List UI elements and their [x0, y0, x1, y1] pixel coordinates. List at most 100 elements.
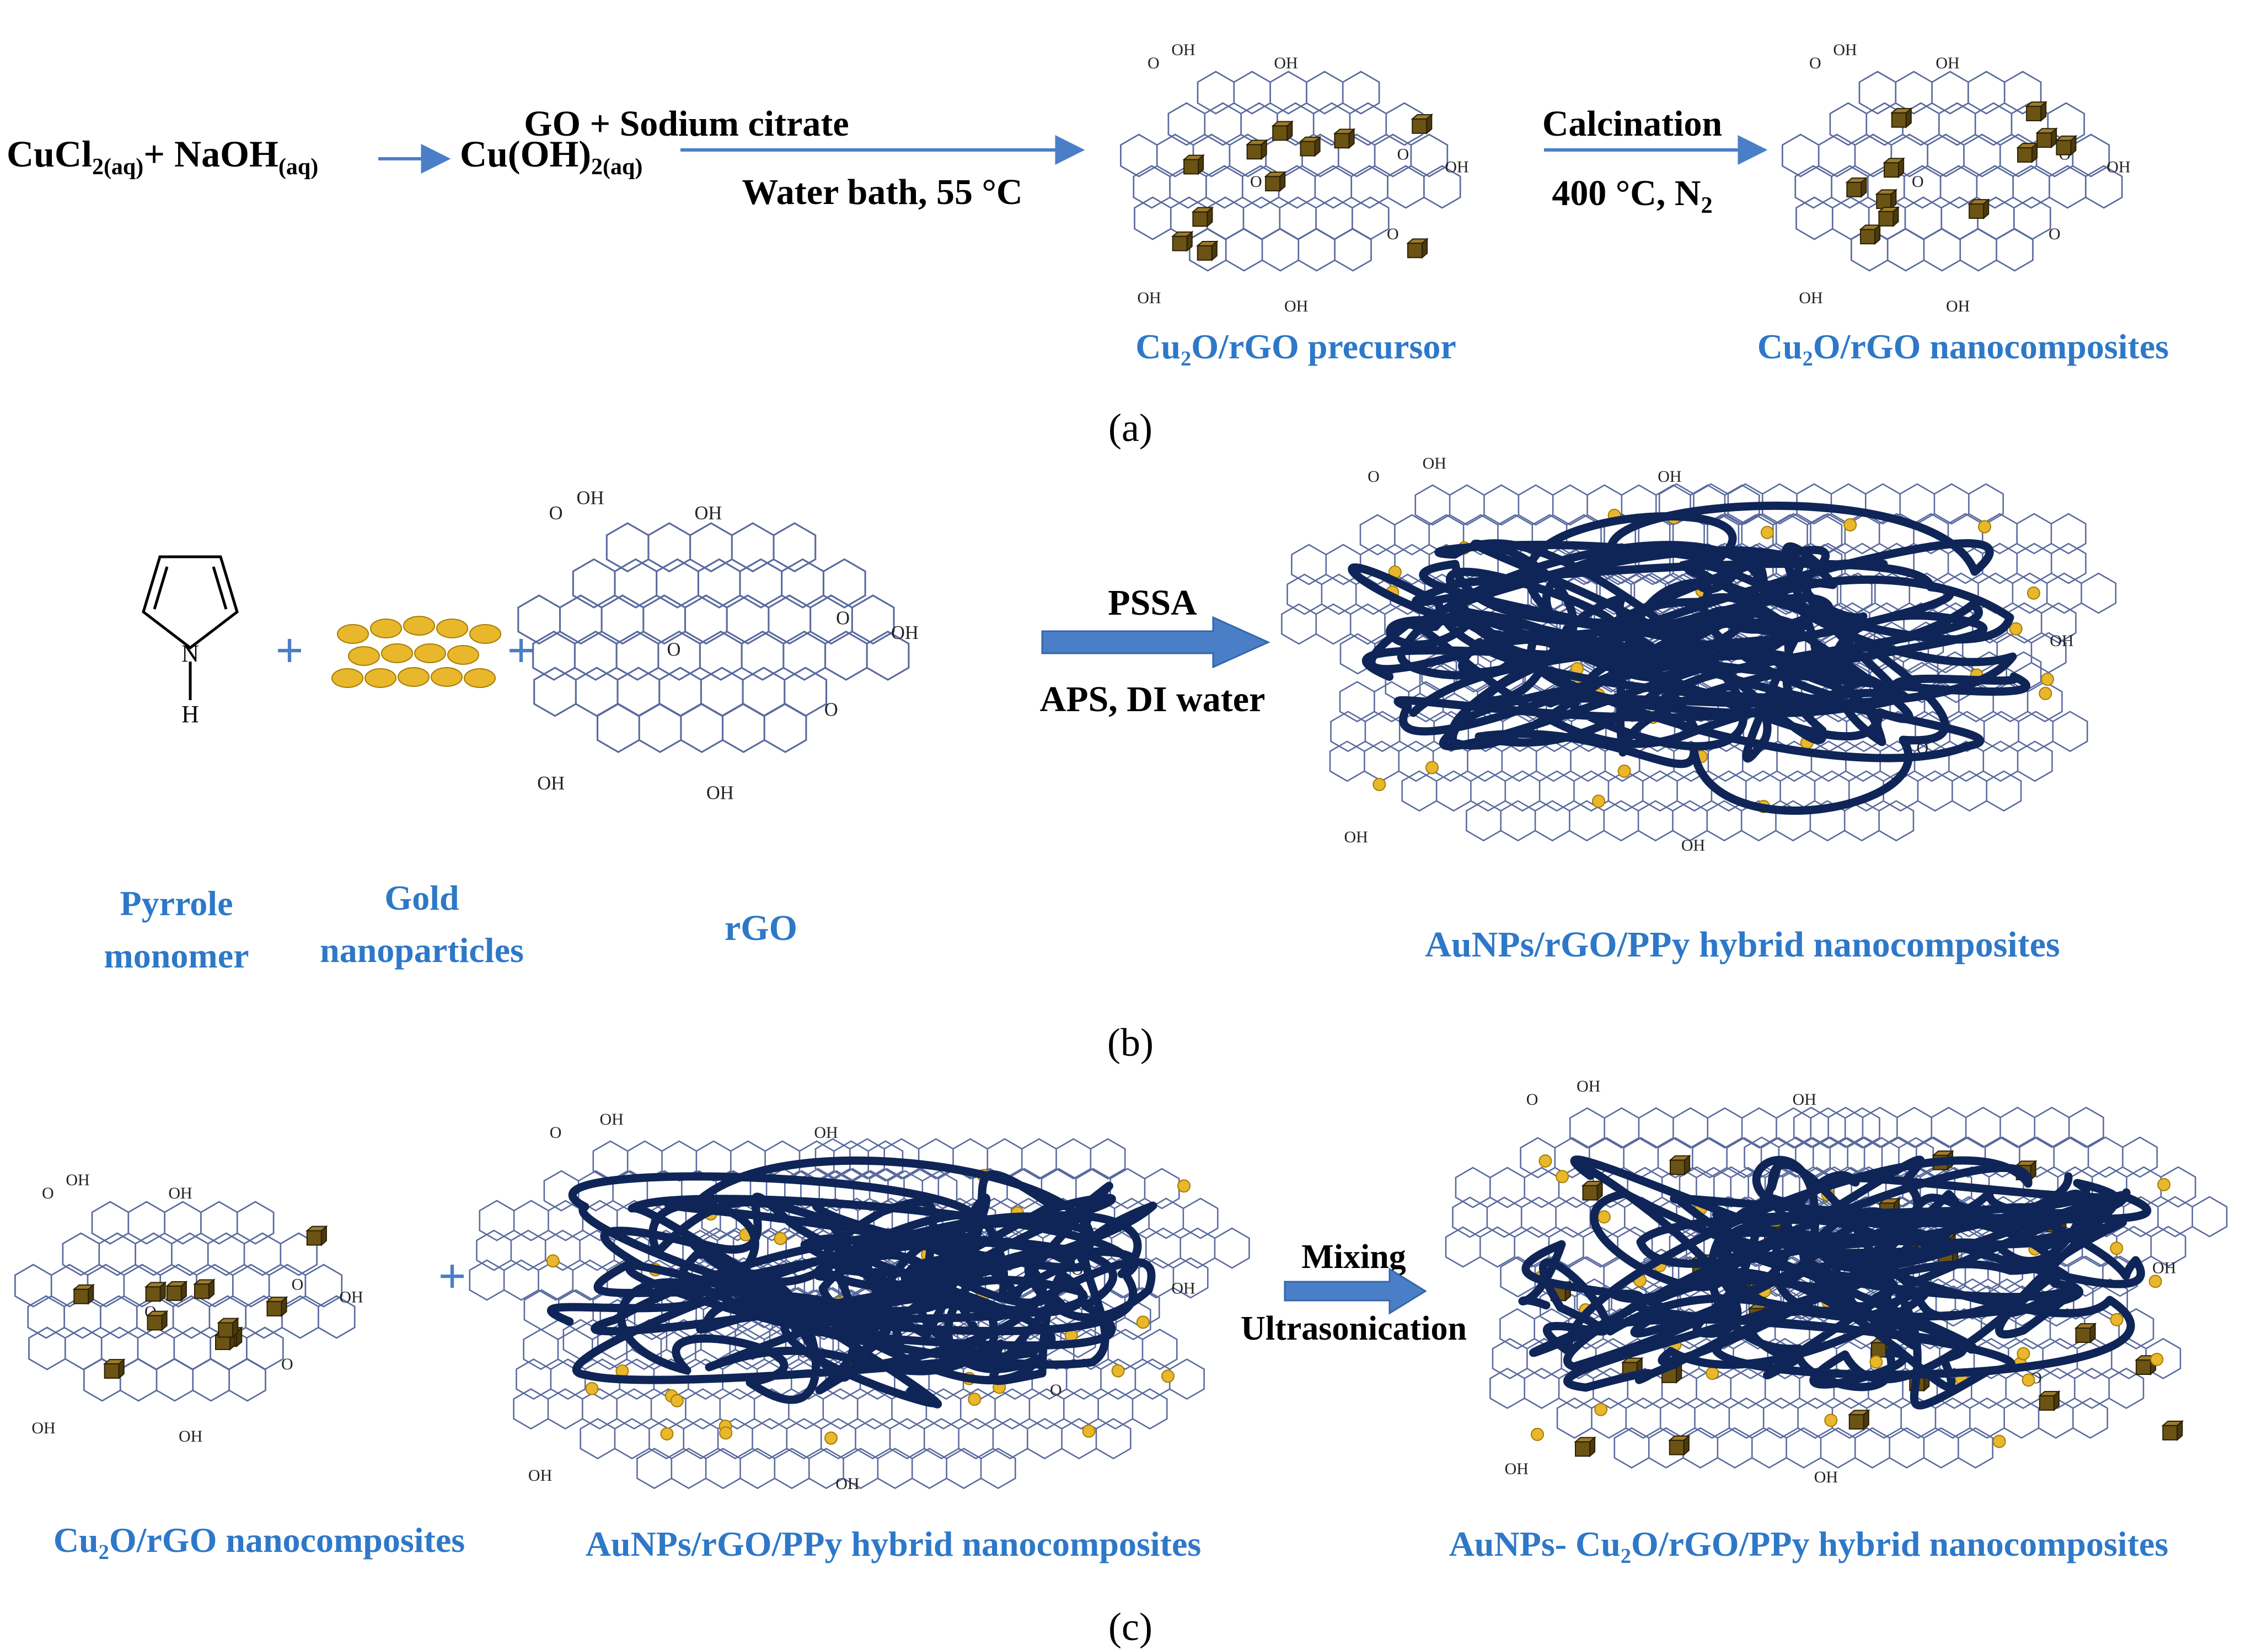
pyrrole-label-line2: monomer [104, 936, 249, 975]
gold-nanoparticle [1136, 1315, 1150, 1329]
eq-cucl: CuCl [7, 133, 92, 175]
gold-nanoparticle [1111, 1364, 1125, 1378]
cu2o-cube [265, 1296, 288, 1318]
pyrrole-structure [142, 555, 239, 700]
functional-group-label: OH [891, 622, 919, 643]
gold-nanoparticle [2148, 1275, 2162, 1288]
functional-group-label: O [1526, 1090, 1538, 1109]
panel-a: CuCl2(aq)+ NaOH(aq) Cu(OH)2(aq) GO + Sod… [7, 41, 2169, 450]
reaction-equation: CuCl2(aq)+ NaOH(aq) [7, 133, 318, 180]
gold-nanoparticle [331, 668, 363, 688]
step2-temp: 400 °C, N [1552, 173, 1701, 213]
cu2o-cube [305, 1225, 328, 1246]
aunps-rgo-ppy-label-c: AuNPs/rGO/PPy hybrid nanocomposites [586, 1524, 1202, 1563]
cu2o-cube [2025, 100, 2047, 122]
ultrasonication-label: Ultrasonication [1241, 1310, 1467, 1347]
pyrrole-label-line1: Pyrrole [120, 884, 233, 923]
functional-group-label: OH [600, 1110, 624, 1128]
gold-nanoparticle [1594, 1402, 1608, 1416]
plus-sign-3: + [438, 1249, 466, 1304]
cu2o-cube [1574, 1436, 1596, 1458]
gold-nanoparticle [1760, 525, 1774, 539]
functional-group-label: OH [1577, 1077, 1600, 1095]
functional-group-label: OH [694, 503, 722, 524]
cu2o-cube [2016, 142, 2039, 164]
cu2o-cube [1182, 154, 1205, 175]
gold-nanoparticle [414, 643, 446, 663]
cu2o-cube [103, 1358, 126, 1380]
functional-group-label: O [1912, 173, 1924, 191]
functional-group-label: OH [1274, 54, 1297, 72]
gold-nanoparticle [364, 668, 396, 688]
gold-nanoparticle [337, 624, 369, 644]
functional-group-label: O [1050, 1381, 1062, 1399]
aps-label: APS, DI water [1040, 679, 1266, 719]
gold-nanoparticle [719, 1426, 733, 1440]
functional-group-label: OH [1793, 1090, 1816, 1109]
functional-group-label: OH [168, 1184, 192, 1202]
pyrrole-n: N [181, 640, 199, 667]
functional-group-label: OH [1171, 41, 1195, 59]
gold-nanoparticle [2150, 1352, 2164, 1366]
functional-group-label: OH [1935, 54, 1959, 72]
functional-group-label: OH [577, 488, 604, 509]
functional-group-label: O [1148, 54, 1160, 72]
cu2o-cube [2074, 1322, 2097, 1344]
step1-bottom-label: Water bath, 55 °C [742, 172, 1022, 212]
gold-nanoparticle [546, 1254, 560, 1268]
gold-nanoparticle [1824, 1413, 1838, 1427]
gold-nanoparticle [2009, 622, 2023, 636]
gold-nanoparticle [1592, 794, 1606, 808]
functional-group-label: O [292, 1276, 304, 1294]
gold-nanoparticle [2041, 673, 2055, 686]
gold-nanoparticle [464, 668, 496, 688]
gold-nanoparticle [403, 616, 435, 636]
gold-nanoparticle [1617, 764, 1631, 778]
functional-group-label: OH [1137, 289, 1161, 307]
cu2o-cube [1877, 206, 1900, 227]
gold-nanoparticle [469, 624, 501, 644]
cu2o-cube [1196, 240, 1219, 261]
functional-group-label: OH [1423, 454, 1446, 472]
cu2o-cube [1271, 120, 1294, 142]
gold-nanoparticle [447, 645, 479, 665]
functional-group-label: O [549, 503, 563, 524]
functional-group-label: OH [1344, 828, 1368, 846]
psa-label: PSSA [1108, 583, 1197, 623]
functional-group-label: OH [1445, 158, 1468, 176]
gold-nanoparticle [2157, 1178, 2171, 1191]
gold-nanoparticle [2039, 686, 2052, 700]
gold-nanoparticle [660, 1427, 674, 1441]
cu2o-rgo-label-c: Cu₂O/rGO nanocomposites [53, 1520, 465, 1560]
gold-nanoparticle [670, 1394, 684, 1407]
gold-nanoparticle [370, 619, 402, 638]
gold-nanoparticle [968, 1393, 982, 1406]
functional-group-label: OH [1833, 41, 1857, 59]
pyrrole-h: H [181, 701, 199, 728]
mixing-label: Mixing [1301, 1238, 1406, 1276]
functional-group-label: O [1809, 54, 1821, 72]
cu2o-cube [2035, 127, 2058, 149]
gold-nanoparticle [1869, 1355, 1883, 1369]
functional-group-label: OH [31, 1419, 55, 1437]
functional-group-label: OH [1814, 1468, 1838, 1486]
ppy-chain [546, 1156, 1157, 1409]
gold-nanoparticle [1538, 1154, 1552, 1168]
plus-sign-1: + [275, 624, 303, 678]
gold-nanoparticle [398, 667, 430, 687]
functional-group-label: OH [528, 1466, 552, 1485]
cu2o-cube [165, 1280, 188, 1302]
aunps-cu2o-rgo-ppy-label: AuNPs- Cu₂O/rGO/PPy hybrid nanocomposite… [1449, 1524, 2169, 1563]
eq-cucl-sub: 2(aq) [92, 154, 143, 180]
cu2o-cube [1245, 139, 1268, 160]
cu2o-cube [1411, 113, 1434, 135]
gold-nanoparticle [348, 646, 380, 666]
gold-nanoparticle [436, 619, 468, 638]
step2-n2-sub: 2 [1701, 193, 1713, 218]
functional-group-label: O [824, 700, 838, 721]
cu2o-cube [1171, 230, 1194, 252]
functional-group-label: OH [2152, 1259, 2176, 1277]
